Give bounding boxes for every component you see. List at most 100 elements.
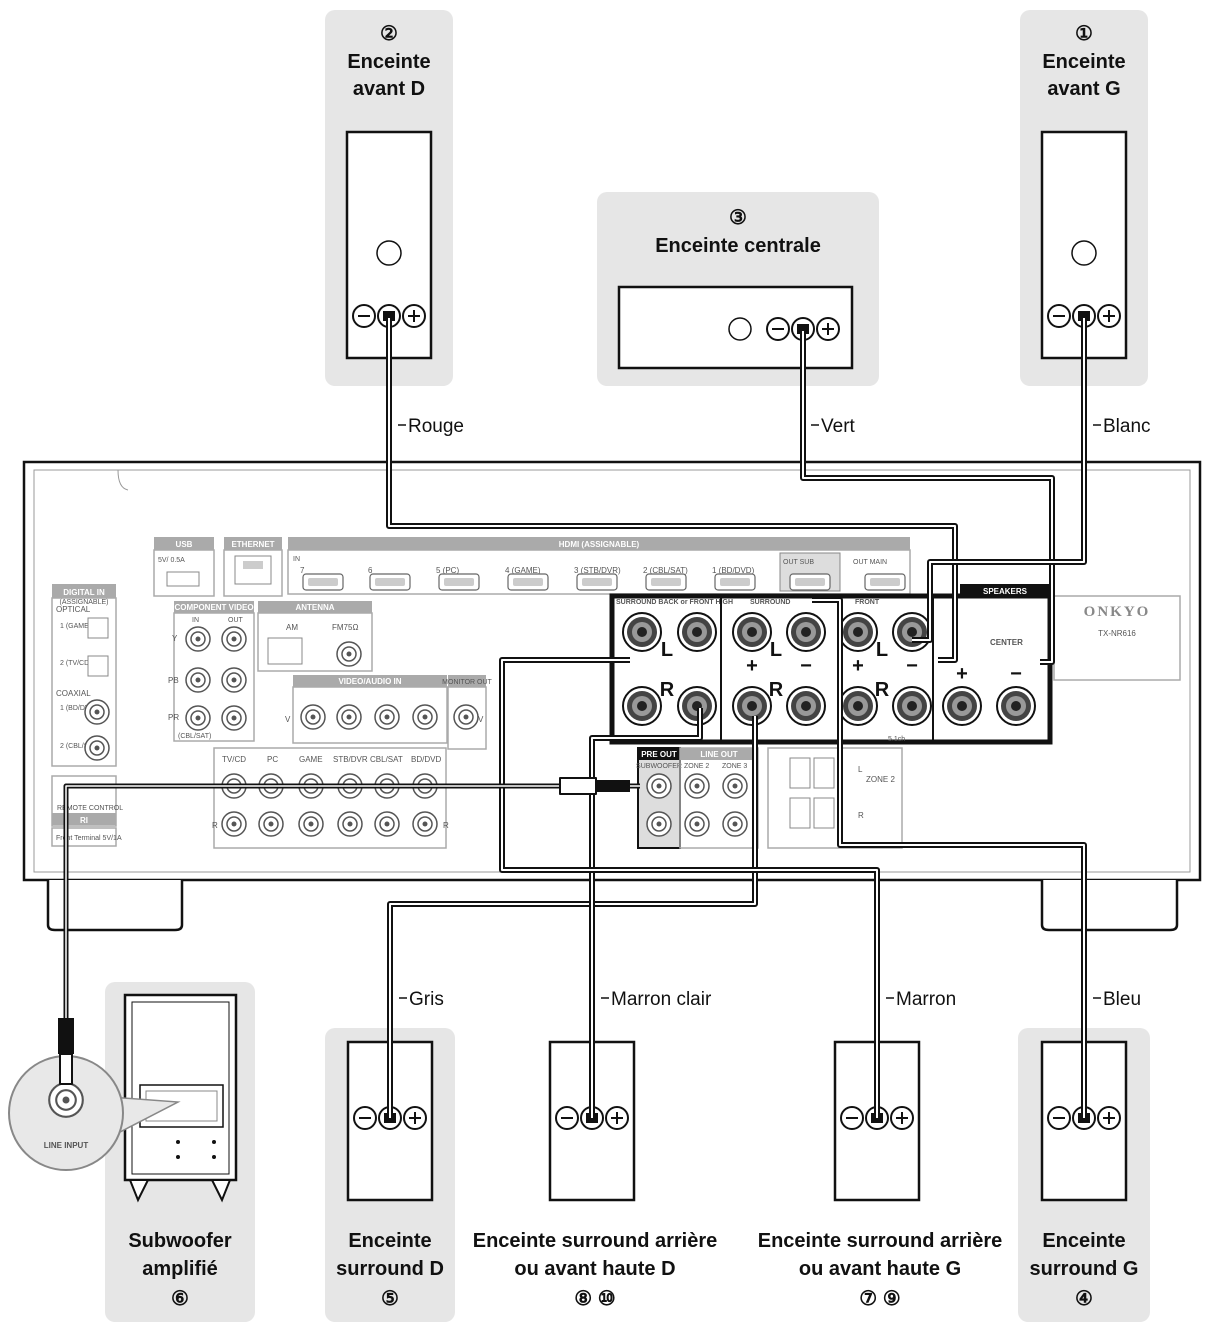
- svg-text:2 (CBL/SAT): 2 (CBL/SAT): [60, 743, 99, 750]
- svg-text:SURROUND: SURROUND: [750, 599, 790, 606]
- svg-text:REMOTE CONTROL: REMOTE CONTROL: [57, 805, 123, 812]
- subwoofer-label-2: amplifié: [142, 1258, 218, 1280]
- surround-r-label-1: Enceinte: [348, 1230, 431, 1252]
- svg-text:1 (BD/DVD): 1 (BD/DVD): [60, 705, 97, 712]
- svg-text:V: V: [478, 715, 484, 724]
- component-video-panel: COMPONENT VIDEO IN OUT Y PB PR (CBL/SAT): [168, 601, 255, 742]
- surround-back-l-label-2: ou avant haute G: [799, 1258, 961, 1280]
- digital-in-panel: DIGITAL IN (ASSIGNABLE) OPTICAL 1 (GAME)…: [51, 584, 117, 767]
- svg-text:V: V: [285, 715, 291, 724]
- svg-text:FRONT: FRONT: [855, 599, 880, 606]
- svg-text:−: −: [800, 655, 812, 677]
- hdmi-panel: HDMI (ASSIGNABLE) IN 7 6 5 (PC) 4 (GAME)…: [287, 537, 911, 595]
- svg-text:6: 6: [368, 566, 373, 575]
- svg-text:ANTENNA: ANTENNA: [295, 603, 334, 612]
- svg-text:3 (STB/DVR): 3 (STB/DVR): [574, 566, 621, 575]
- svg-text:(CBL/SAT): (CBL/SAT): [178, 733, 211, 740]
- svg-text:HDMI (ASSIGNABLE): HDMI (ASSIGNABLE): [559, 540, 640, 549]
- svg-text:1 (BD/DVD): 1 (BD/DVD): [712, 566, 755, 575]
- svg-text:SPEAKERS: SPEAKERS: [983, 587, 1028, 596]
- ethernet-panel: ETHERNET: [223, 537, 283, 597]
- wire-label-blanc: Blanc: [1103, 416, 1151, 437]
- svg-text:STB/DVR: STB/DVR: [333, 755, 368, 764]
- svg-text:+: +: [746, 655, 758, 677]
- speaker-labels: ② Enceinte avant D ① Enceinte avant G ③ …: [128, 23, 1138, 1310]
- surround-l-num: ④: [1075, 1288, 1093, 1310]
- svg-text:Front Terminal 5V/1A: Front Terminal 5V/1A: [56, 835, 122, 842]
- wire-label-marron-clair: Marron clair: [611, 989, 712, 1010]
- svg-text:CBL/SAT: CBL/SAT: [370, 755, 403, 764]
- svg-text:R: R: [443, 821, 449, 830]
- surround-back-r-label-1: Enceinte surround arrière: [473, 1230, 718, 1252]
- svg-text:IN: IN: [192, 617, 199, 624]
- svg-text:+: +: [852, 655, 864, 677]
- svg-text:5 (PC): 5 (PC): [436, 566, 459, 575]
- svg-text:L: L: [876, 639, 888, 661]
- svg-text:R: R: [875, 679, 890, 701]
- svg-text:ZONE 3: ZONE 3: [722, 763, 747, 770]
- svg-text:ONKYO: ONKYO: [1084, 604, 1151, 620]
- svg-text:RI: RI: [80, 816, 88, 825]
- surround-back-l-label-1: Enceinte surround arrière: [758, 1230, 1003, 1252]
- svg-text:ETHERNET: ETHERNET: [231, 540, 274, 549]
- svg-text:OUT MAIN: OUT MAIN: [853, 559, 887, 566]
- svg-text:ZONE 2: ZONE 2: [866, 775, 895, 784]
- surround-r-num: ⑤: [381, 1288, 399, 1310]
- front-r-label-2: avant D: [353, 78, 425, 100]
- svg-text:2 (CBL/SAT): 2 (CBL/SAT): [643, 566, 688, 575]
- line-input-label: LINE INPUT: [44, 1141, 89, 1150]
- svg-text:IN: IN: [293, 556, 300, 563]
- svg-text:L: L: [770, 639, 782, 661]
- svg-text:−: −: [1010, 663, 1022, 685]
- wire-label-vert: Vert: [821, 416, 856, 437]
- wire-label-marron: Marron: [896, 989, 956, 1010]
- front-l-num: ①: [1075, 23, 1093, 45]
- svg-text:OUT SUB: OUT SUB: [783, 559, 814, 566]
- wire-label-gris: Gris: [409, 989, 444, 1010]
- wire-labels: Rouge Vert Blanc Gris Marron clair Marro…: [398, 416, 1151, 1010]
- svg-text:VIDEO/AUDIO IN: VIDEO/AUDIO IN: [338, 677, 401, 686]
- front-r-label-1: Enceinte: [347, 51, 430, 73]
- svg-text:LINE OUT: LINE OUT: [700, 750, 737, 759]
- svg-text:Y: Y: [172, 634, 178, 643]
- svg-text:PC: PC: [267, 755, 278, 764]
- subwoofer-speaker: [123, 993, 238, 1203]
- surround-l-label-1: Enceinte: [1042, 1230, 1125, 1252]
- svg-text:TV/CD: TV/CD: [222, 755, 246, 764]
- wire-label-bleu: Bleu: [1103, 989, 1141, 1010]
- svg-text:4 (GAME): 4 (GAME): [505, 566, 541, 575]
- svg-text:SURROUND BACK or FRONT HIGH: SURROUND BACK or FRONT HIGH: [616, 599, 733, 606]
- pre-out-panel: PRE OUT SUBWOOFER LINE OUT ZONE 2 ZONE 3…: [636, 747, 759, 849]
- surround-back-r-nums: ⑧ ⑩: [574, 1288, 615, 1310]
- wire-label-rouge: Rouge: [408, 416, 464, 437]
- wires: [58, 318, 1087, 1118]
- svg-text:GAME: GAME: [299, 755, 323, 764]
- front-l-speaker: [1040, 130, 1128, 360]
- svg-text:BD/DVD: BD/DVD: [411, 755, 441, 764]
- subwoofer-num: ⑥: [171, 1288, 189, 1310]
- svg-text:PRE OUT: PRE OUT: [641, 750, 677, 759]
- svg-text:USB: USB: [176, 540, 193, 549]
- svg-text:PB: PB: [168, 676, 179, 685]
- svg-text:TX-NR616: TX-NR616: [1098, 629, 1136, 638]
- surround-back-r-label-2: ou avant haute D: [514, 1258, 675, 1280]
- svg-text:OUT: OUT: [228, 617, 244, 624]
- svg-text:COMPONENT VIDEO: COMPONENT VIDEO: [174, 603, 253, 612]
- svg-text:ZONE 2: ZONE 2: [684, 763, 709, 770]
- front-l-label-2: avant G: [1047, 78, 1120, 100]
- svg-text:OPTICAL: OPTICAL: [56, 605, 91, 614]
- svg-text:R: R: [769, 679, 784, 701]
- antenna-panel: ANTENNA AM FM75Ω: [257, 601, 373, 672]
- svg-text:−: −: [906, 655, 918, 677]
- zone2-speaker-panel: L ZONE 2 R: [767, 747, 903, 849]
- svg-text:2 (TV/CD): 2 (TV/CD): [60, 660, 92, 667]
- line-input-zoom: LINE INPUT: [8, 1055, 181, 1171]
- surround-l-label-2: surround G: [1030, 1258, 1139, 1280]
- svg-text:FM75Ω: FM75Ω: [332, 623, 358, 632]
- svg-text:5.1ch: 5.1ch: [888, 736, 905, 743]
- svg-text:DIGITAL IN: DIGITAL IN: [63, 588, 105, 597]
- svg-text:L: L: [661, 639, 673, 661]
- center-speaker: [617, 285, 854, 370]
- svg-text:L: L: [858, 765, 863, 774]
